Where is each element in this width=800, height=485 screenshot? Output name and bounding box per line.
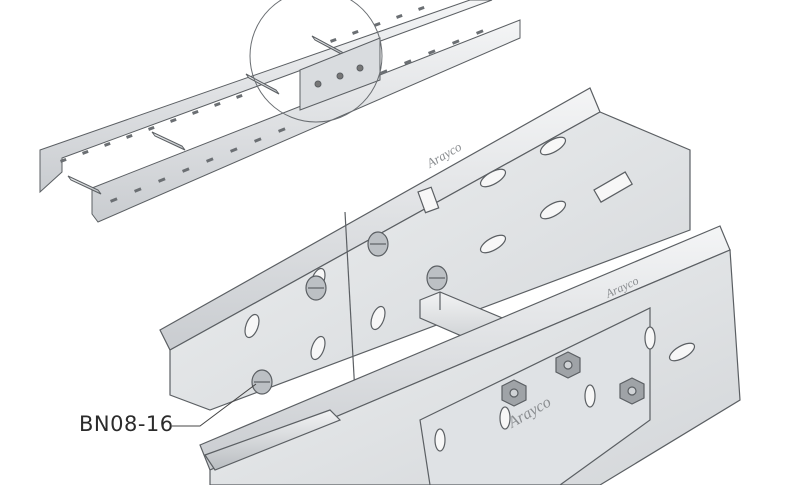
overview-slots-near [110,29,484,203]
near-rail-slots [434,326,696,452]
near-rail-nuts [501,351,645,407]
far-rail-bolts [251,231,448,395]
overview-slots-far [60,5,425,163]
callout-leader-line [172,383,257,427]
far-rail [39,0,493,194]
near-splice-plate [419,307,651,485]
enlarged-detail: Arayco Arayco Arayco [159,87,741,485]
detail-circle [249,0,383,123]
callout-label: BN08-16 [79,412,174,436]
lower-rung [204,409,342,471]
far-rail-web [169,111,691,411]
